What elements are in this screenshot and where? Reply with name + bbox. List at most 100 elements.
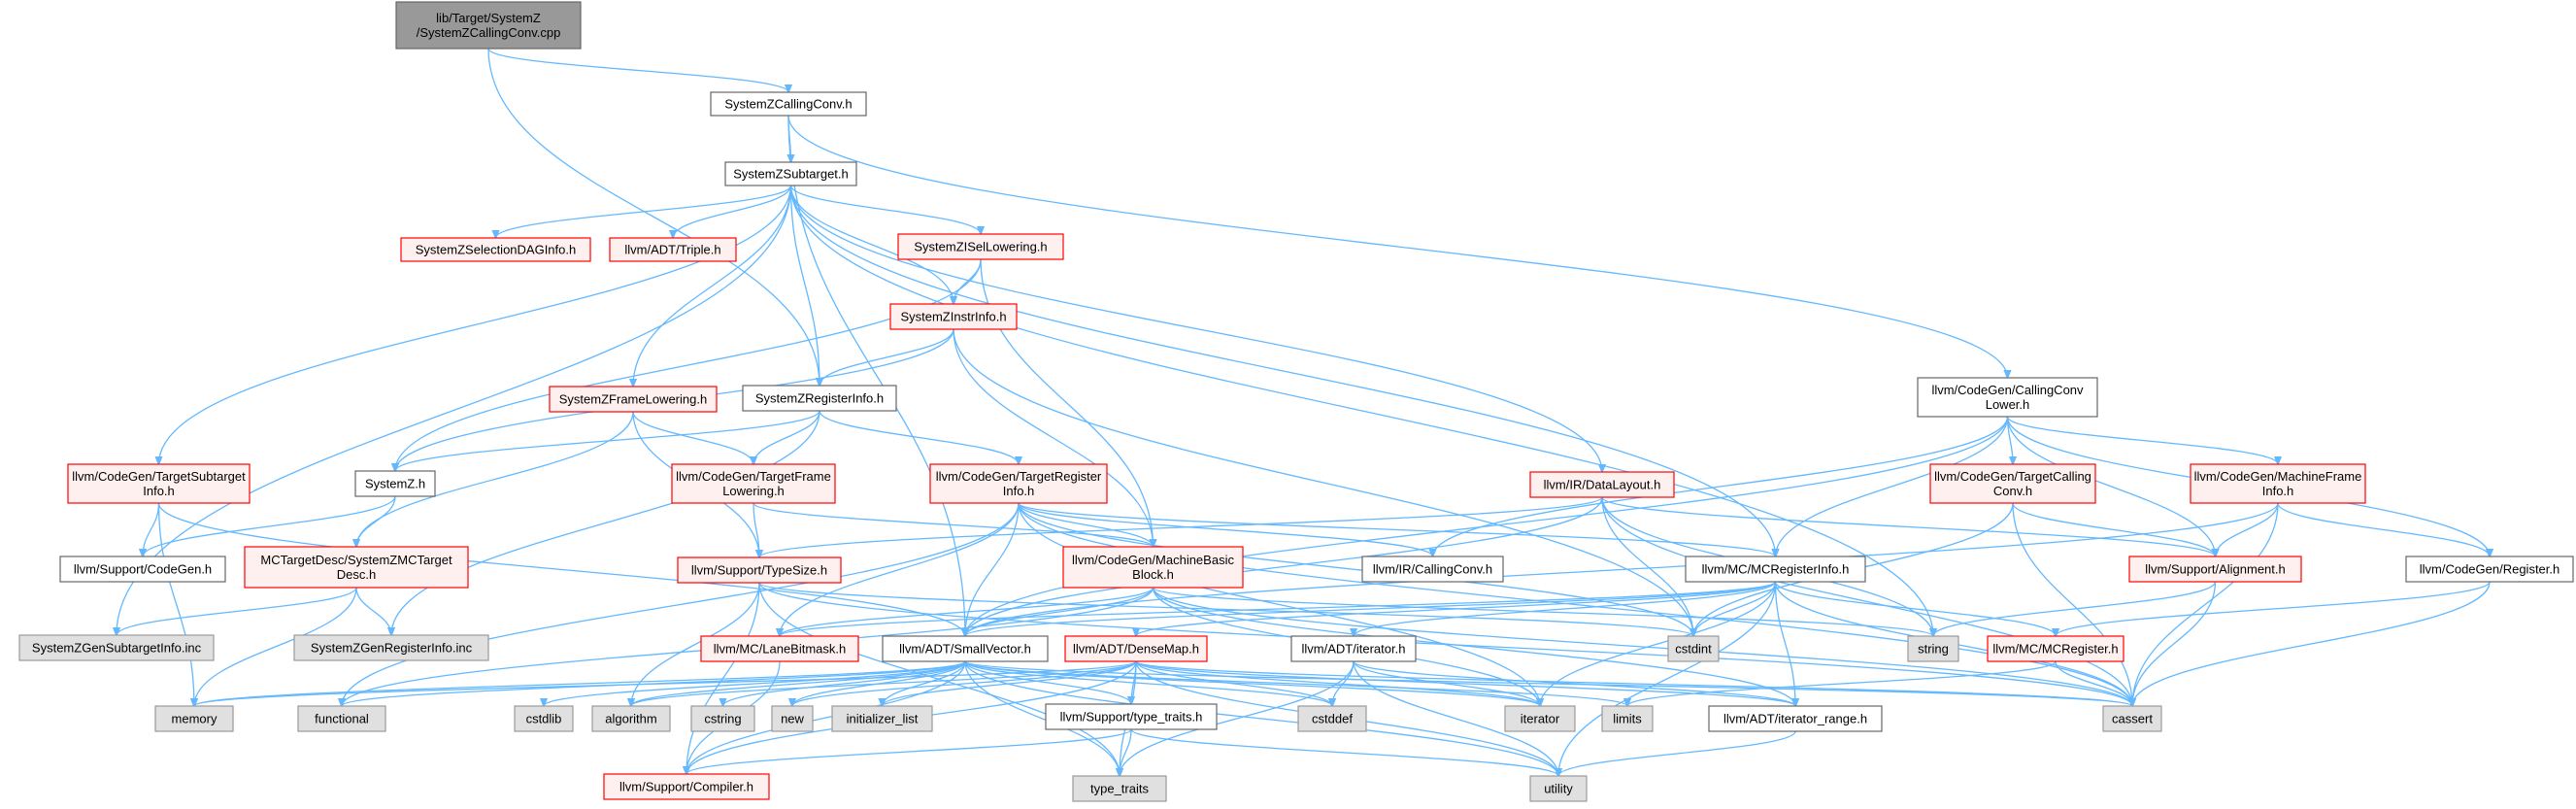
node-llvm-adt-triple-h[interactable]: llvm/ADT/Triple.h — [609, 237, 737, 262]
node-label: SystemZISelLowering.h — [914, 240, 1047, 254]
node-llvm-adt-iterator-h[interactable]: llvm/ADT/iterator.h — [1290, 635, 1417, 662]
node-memory[interactable]: memory — [154, 705, 234, 732]
node-label: lib/Target/SystemZ — [436, 11, 541, 25]
node-box — [2190, 463, 2366, 504]
edge-iterator_h-to-utility — [1353, 660, 1558, 776]
node-systemzisellowering-h[interactable]: SystemZISelLowering.h — [897, 233, 1064, 260]
edge-mcreginfo-to-smallvec — [965, 581, 1777, 636]
node-label: llvm/MC/LaneBitmask.h — [714, 642, 847, 657]
node-llvm-adt-smallvector-h[interactable]: llvm/ADT/SmallVector.h — [882, 635, 1049, 662]
node-llvm-ir-callingconv-h[interactable]: llvm/IR/CallingConv.h — [1361, 556, 1504, 583]
node-box — [700, 635, 859, 662]
node-box — [724, 161, 857, 186]
node-initializer-list[interactable]: initializer_list — [831, 705, 933, 732]
node-systemzinstrinfo-h[interactable]: SystemZInstrInfo.h — [889, 303, 1018, 330]
node-box — [929, 463, 1108, 504]
edge-reginfo-to-systemz_h — [395, 410, 820, 471]
edge-mbb-to-cassert — [1152, 587, 2133, 706]
node-label: llvm/ADT/iterator.h — [1302, 642, 1406, 657]
node-type-traits[interactable]: type_traits — [1072, 775, 1167, 802]
node-llvm-codegen-register-h[interactable]: llvm/CodeGen/Register.h — [2405, 556, 2574, 583]
node-label: type_traits — [1090, 782, 1149, 796]
node-llvm-support-type-traits-h[interactable]: llvm/Support/type_traits.h — [1045, 703, 1218, 730]
node-new[interactable]: new — [771, 705, 814, 732]
node-llvm-mc-mcregisterinfo-h[interactable]: llvm/MC/MCRegisterInfo.h — [1685, 556, 1866, 583]
node-iterator[interactable]: iterator — [1504, 705, 1576, 732]
edge-framelow-to-tfl — [632, 411, 753, 464]
node-limits[interactable]: limits — [1601, 705, 1654, 732]
node-algorithm[interactable]: algorithm — [591, 705, 671, 732]
node-llvm-support-codegen-h[interactable]: llvm/Support/CodeGen.h — [59, 556, 226, 583]
edge-typesize-to-algorithm — [631, 582, 760, 706]
edge-ccl-to-mcreginfo — [1776, 416, 2009, 556]
node-label: cstring — [704, 712, 741, 726]
edge-subtarget-to-targsub — [159, 185, 792, 464]
edge-iterator_h-to-iterator — [1353, 660, 1540, 706]
node-string[interactable]: string — [1907, 635, 1959, 662]
edge-tri-to-smallvec — [965, 502, 1020, 636]
node-llvm-mc-lanebitmask-h[interactable]: llvm/MC/LaneBitmask.h — [700, 635, 859, 662]
node-systemzsubtarget-h[interactable]: SystemZSubtarget.h — [724, 161, 857, 186]
edge-tcc-to-cassert — [2012, 502, 2132, 706]
node-label: Lower.h — [1986, 397, 2030, 412]
node-label: llvm/MC/MCRegisterInfo.h — [1702, 562, 1850, 577]
node-llvm-adt-densemap-h[interactable]: llvm/ADT/DenseMap.h — [1064, 635, 1208, 662]
node-functional[interactable]: functional — [297, 705, 386, 732]
node-systemzcallingconv-h[interactable]: SystemZCallingConv.h — [710, 91, 867, 117]
node-systemzregisterinfo-h[interactable]: SystemZRegisterInfo.h — [742, 385, 897, 412]
node-box — [1987, 635, 2124, 662]
edge-mctd-to-gensub — [117, 587, 357, 635]
node-cstdlib[interactable]: cstdlib — [514, 705, 574, 732]
node-llvm-support-typesize-h[interactable]: llvm/Support/TypeSize.h — [677, 556, 842, 584]
node-cstring[interactable]: cstring — [690, 705, 755, 732]
node-box — [1361, 556, 1504, 583]
node-label: llvm/IR/DataLayout.h — [1544, 478, 1661, 492]
edge-datalayout-to-alignment — [1601, 496, 2216, 556]
edge-tri-to-lanebm — [780, 502, 1020, 636]
node-box — [1072, 775, 1167, 802]
node-systemzframelowering-h[interactable]: SystemZFrameLowering.h — [549, 386, 718, 413]
node-systemz-h[interactable]: SystemZ.h — [354, 470, 436, 497]
edge-subtarget-to-framelow — [633, 185, 792, 387]
node-box — [603, 773, 770, 800]
node-box — [742, 385, 897, 412]
node-box — [1529, 471, 1675, 498]
node-systemzgensubtargetinfo-inc[interactable]: SystemZGenSubtargetInfo.inc — [18, 634, 215, 661]
node-label: /SystemZCallingConv.cpp — [417, 25, 561, 40]
edge-mfi-to-register — [2277, 502, 2490, 556]
node-llvm-adt-iterator-range-h[interactable]: llvm/ADT/iterator_range.h — [1708, 705, 1883, 732]
node-lib-target-systemz-systemzcallingconv-cpp[interactable]: lib/Target/SystemZ/SystemZCallingConv.cp… — [395, 1, 582, 50]
edge-mbb-to-iterrange — [1152, 587, 1796, 706]
node-llvm-support-compiler-h[interactable]: llvm/Support/Compiler.h — [603, 773, 770, 800]
node-box — [2128, 556, 2302, 583]
node-label: llvm/CodeGen/TargetFrame — [676, 469, 831, 484]
node-cstddef[interactable]: cstddef — [1297, 705, 1367, 732]
node-box — [154, 705, 234, 732]
node-systemzselectiondaginfo-h[interactable]: SystemZSelectionDAGInfo.h — [400, 237, 591, 262]
edge-tri-to-iterator — [1018, 502, 1540, 706]
edge-mcregister-to-cassert — [2055, 660, 2132, 706]
node-llvm-ir-datalayout-h[interactable]: llvm/IR/DataLayout.h — [1529, 471, 1675, 498]
edge-reginfo-to-tri — [819, 410, 1019, 464]
node-label: llvm/CodeGen/TargetRegister — [936, 469, 1102, 484]
node-box — [1504, 705, 1576, 732]
node-cassert[interactable]: cassert — [2102, 705, 2162, 732]
edge-systemz_h-to-mctd — [356, 495, 396, 547]
edge-smallvec-to-algorithm — [631, 660, 966, 706]
node-cstdint[interactable]: cstdint — [1667, 635, 1720, 662]
edge-mctd-to-genreg — [355, 587, 391, 635]
node-systemzgenregisterinfo-inc[interactable]: SystemZGenRegisterInfo.inc — [293, 634, 489, 661]
node-utility[interactable]: utility — [1529, 775, 1588, 802]
edge-datalayout-to-smallvec — [965, 496, 1603, 636]
node-llvm-mc-mcregister-h[interactable]: llvm/MC/MCRegister.h — [1987, 635, 2124, 662]
node-llvm-support-alignment-h[interactable]: llvm/Support/Alignment.h — [2128, 556, 2302, 583]
